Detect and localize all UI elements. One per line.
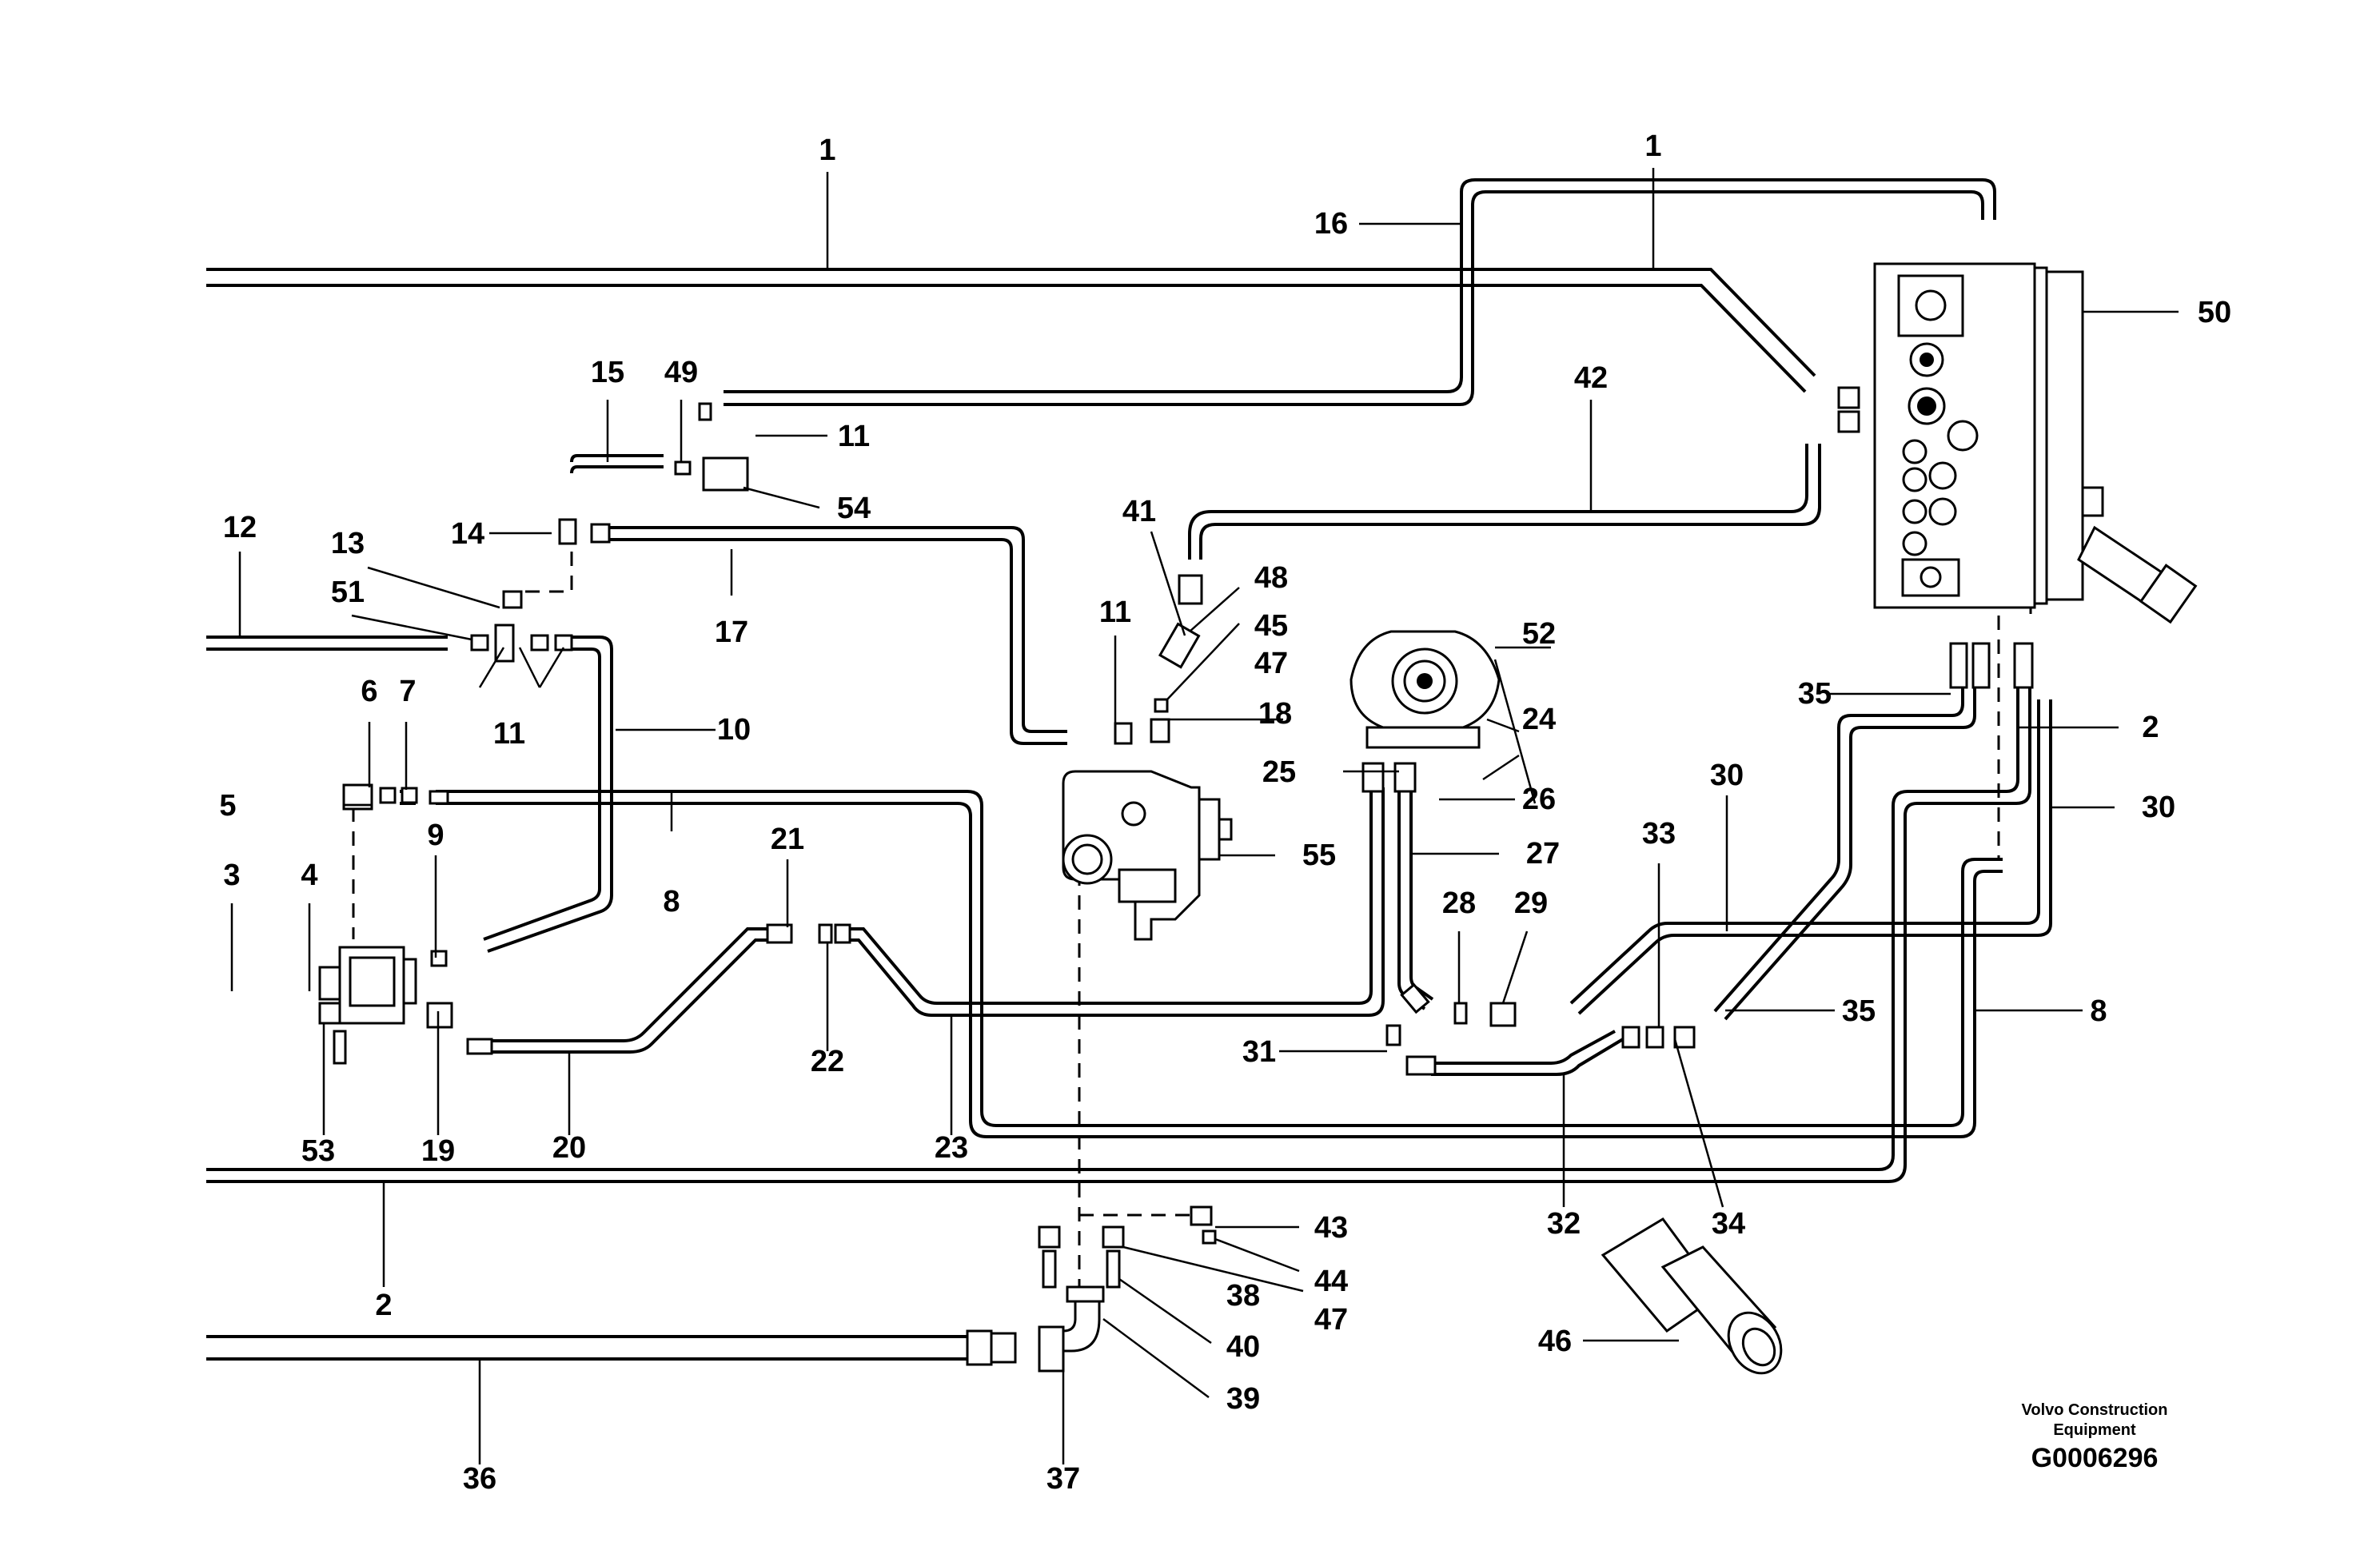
callout-11c: 11 (493, 717, 525, 751)
callout-37: 37 (1046, 1462, 1080, 1496)
callout-55: 55 (1302, 839, 1336, 872)
hose-16 (724, 178, 1996, 406)
hose-42 (1188, 444, 1821, 560)
callout-11b: 11 (1099, 596, 1131, 629)
callout-4: 4 (301, 859, 317, 892)
callout-38: 38 (1226, 1279, 1260, 1313)
hose-8 (436, 790, 2003, 1138)
callout-52: 52 (1522, 617, 1556, 651)
callout-30b: 30 (2142, 791, 2175, 824)
hose-10 (483, 636, 613, 953)
callout-43: 43 (1314, 1211, 1348, 1245)
hose-32 (1431, 1030, 1625, 1076)
dash-14 (520, 528, 573, 593)
callout-6: 6 (361, 675, 377, 708)
callout-5: 5 (219, 789, 236, 823)
hose-17 (608, 526, 1067, 745)
callout-34: 34 (1712, 1207, 1745, 1241)
callout-1b: 1 (1644, 130, 1661, 163)
callout-27: 27 (1526, 837, 1560, 871)
callout-32: 32 (1547, 1207, 1581, 1241)
pump-52 (1349, 630, 1501, 793)
callout-21: 21 (771, 823, 804, 856)
callout-39: 39 (1226, 1382, 1260, 1416)
hose-27 (1397, 787, 1434, 1010)
callout-12: 12 (223, 511, 257, 544)
callout-10: 10 (717, 713, 751, 747)
callout-14: 14 (451, 517, 484, 551)
callout-47a: 47 (1254, 647, 1288, 680)
callout-53: 53 (301, 1134, 335, 1168)
callout-23: 23 (935, 1131, 968, 1165)
hose-36 (206, 1335, 967, 1361)
assembly-dashes (352, 264, 2032, 1295)
credit-line-2: Equipment (2053, 1421, 2136, 1439)
callout-44: 44 (1314, 1265, 1348, 1298)
leader-lines (230, 168, 2179, 1464)
callout-31: 31 (1242, 1035, 1276, 1069)
document-credit: Volvo Construction Equipment G0006296 (2022, 1401, 2168, 1473)
callout-2a: 2 (2142, 711, 2159, 744)
callout-18: 18 (1258, 697, 1292, 731)
hose-1 (206, 268, 1816, 393)
hose-35 (1713, 683, 1976, 1021)
callout-26: 26 (1522, 783, 1556, 816)
hose-23 (847, 787, 1385, 1017)
quick-coupling-46 (1601, 1217, 1783, 1375)
callout-49: 49 (664, 356, 698, 389)
callout-50: 50 (2198, 296, 2231, 329)
callout-29: 29 (1514, 887, 1548, 920)
callout-28: 28 (1442, 887, 1476, 920)
callout-33: 33 (1642, 817, 1676, 851)
callout-46: 46 (1538, 1325, 1572, 1358)
fittings (342, 402, 1696, 1289)
motor-55 (1062, 770, 1233, 941)
callout-7: 7 (399, 675, 416, 708)
hose-20 (480, 927, 771, 1054)
document-id: G0006296 (2031, 1443, 2159, 1473)
callout-54: 54 (837, 492, 871, 525)
callout-8a: 8 (663, 885, 680, 918)
callout-15: 15 (591, 356, 624, 389)
callout-17: 17 (715, 616, 748, 649)
callout-16: 16 (1314, 207, 1348, 241)
hose-12 (206, 636, 448, 651)
callout-41: 41 (1122, 495, 1156, 528)
valve-block-50 (1837, 262, 2198, 689)
callout-19: 19 (421, 1134, 455, 1168)
callout-30a: 30 (1710, 759, 1744, 792)
callout-20: 20 (552, 1131, 586, 1165)
hose-lines (206, 178, 2052, 1361)
hose-2 (206, 683, 2031, 1183)
callout-36: 36 (463, 1462, 496, 1496)
callout-35a: 35 (1798, 677, 1832, 711)
valve-53 (318, 946, 417, 1065)
callout-8b: 8 (2090, 994, 2107, 1028)
callout-11a: 11 (838, 420, 870, 453)
elbow-fitting-37 (966, 1285, 1105, 1373)
callout-labels: 1 1 16 50 15 49 11 42 54 12 13 14 41 48 … (219, 130, 2231, 1496)
credit-line-1: Volvo Construction (2022, 1401, 2168, 1419)
callout-42: 42 (1574, 361, 1608, 395)
hose-30 (1569, 699, 2052, 1015)
callout-25: 25 (1262, 755, 1296, 789)
callout-1a: 1 (819, 133, 835, 167)
callout-3: 3 (223, 859, 240, 892)
callout-45: 45 (1254, 609, 1288, 643)
hose-15 (570, 454, 664, 474)
callout-13: 13 (331, 527, 365, 560)
callout-2b: 2 (375, 1289, 392, 1322)
callout-40: 40 (1226, 1330, 1260, 1364)
callout-9: 9 (427, 819, 444, 852)
callout-51: 51 (331, 576, 365, 609)
callout-47b: 47 (1314, 1303, 1348, 1337)
callout-24: 24 (1522, 703, 1556, 736)
callout-22: 22 (811, 1045, 844, 1078)
callout-35b: 35 (1842, 994, 1876, 1028)
callout-48: 48 (1254, 561, 1288, 595)
